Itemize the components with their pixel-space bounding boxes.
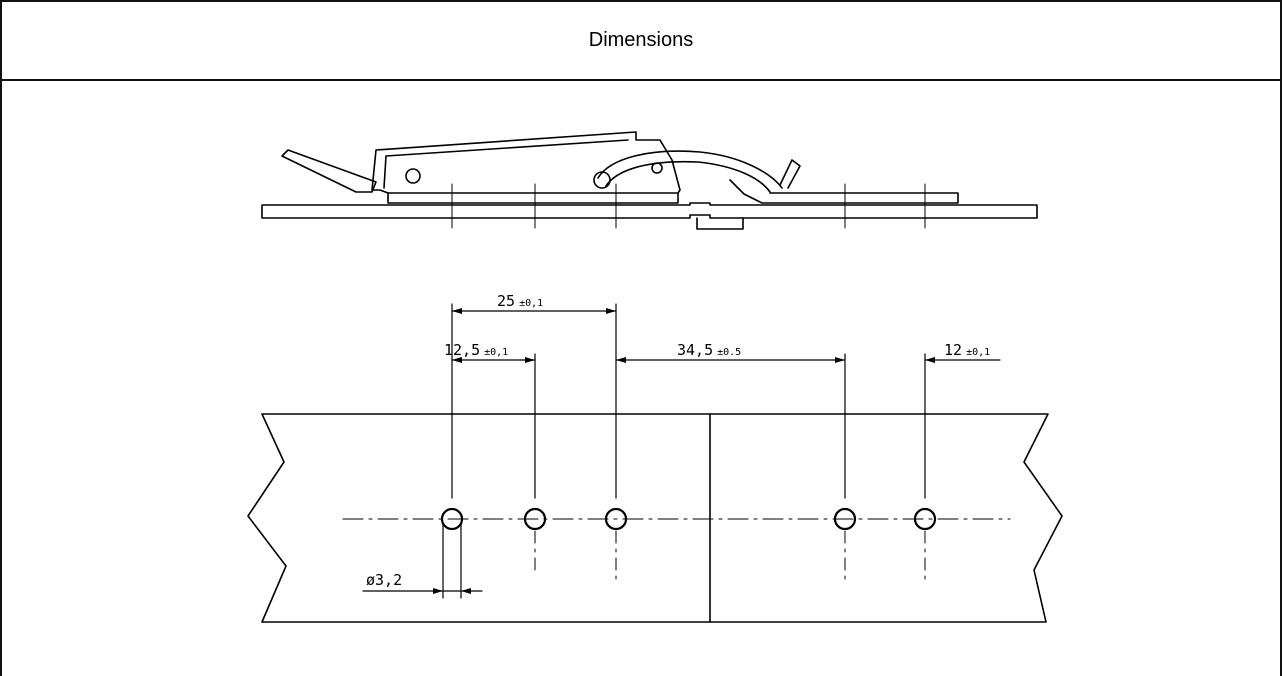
spring-catch (779, 159, 801, 189)
mounting-hole (833, 507, 857, 531)
housing-inner-edge (383, 139, 629, 189)
dim-label-25: 25±0,1 (497, 292, 543, 310)
hook-pin (593, 171, 611, 189)
bottom-tab (696, 217, 744, 230)
dim-label-12: 12±0,1 (944, 341, 990, 359)
mounting-hole (604, 507, 628, 531)
dim-label-12-5: 12,5±0,1 (444, 341, 508, 359)
latch-side-view (261, 131, 1038, 230)
side-view-centerlines (451, 183, 926, 229)
plate-outline (247, 413, 1063, 623)
title-text: Dimensions (588, 29, 694, 51)
hole-vertical-centerlines (534, 530, 926, 583)
pivot-hole (405, 168, 421, 184)
latch-base-strip (387, 192, 679, 204)
left-lever-arm (281, 149, 377, 193)
hook-loop-inner (605, 160, 771, 193)
dimension-lines (451, 303, 1001, 499)
catch-plate (729, 179, 959, 204)
mounting-hole (440, 507, 464, 531)
base-plate (261, 202, 1038, 219)
mounting-plate-view: ø3,2 (247, 413, 1063, 623)
mounting-hole (913, 507, 937, 531)
hook-rivet (651, 162, 663, 174)
hook-loop (597, 150, 783, 189)
latch-housing (371, 131, 681, 194)
dimension-labels: 25±0,1 12,5±0,1 34,5±0.5 12±0,1 (444, 292, 990, 359)
mounting-holes (440, 507, 937, 531)
mounting-hole (523, 507, 547, 531)
dim-label-34-5: 34,5±0.5 (677, 341, 741, 359)
page-title: Dimensions (2, 2, 1280, 81)
hole-diameter-label: ø3,2 (366, 571, 402, 589)
